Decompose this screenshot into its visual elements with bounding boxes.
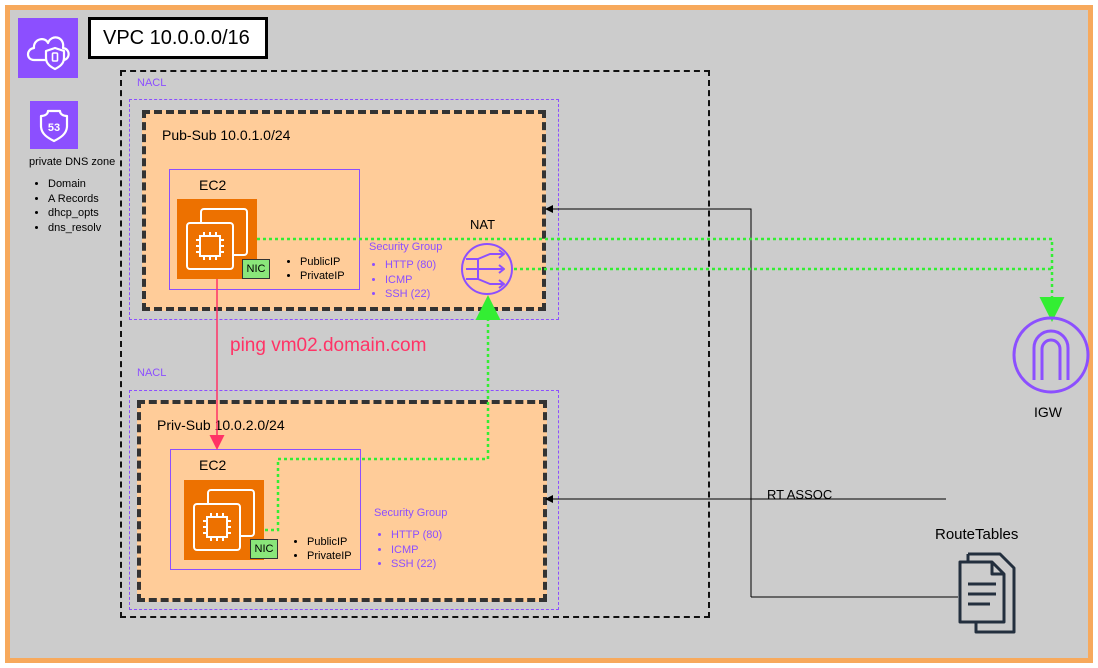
public-ip-list: PublicIP PrivateIP — [282, 255, 345, 283]
private-ec2-group — [170, 449, 361, 570]
internet-gateway-icon — [1012, 316, 1090, 394]
private-subnet-label: Priv-Sub 10.0.2.0/24 — [157, 417, 285, 433]
private-ip-item: PublicIP — [307, 535, 352, 549]
public-sg-title: Security Group — [369, 241, 443, 253]
dns-zone-item: Domain — [48, 177, 101, 192]
public-to-igw-traffic — [257, 237, 1065, 322]
vpc-label-text: VPC 10.0.0.0/16 — [103, 27, 250, 49]
private-sg-rules: HTTP (80) ICMP SSH (22) — [373, 528, 442, 572]
sg-rule: ICMP — [385, 273, 436, 288]
private-sg-title: Security Group — [374, 507, 448, 519]
private-nacl-boundary — [129, 390, 559, 610]
route53-icon-label: 53 — [48, 122, 60, 134]
dns-zone-item: dhcp_opts — [48, 206, 101, 221]
rt-assoc-line-public — [545, 205, 752, 597]
rt-assoc-label: RT ASSOC — [767, 487, 833, 502]
sg-rule: SSH (22) — [391, 557, 442, 572]
public-ec2-group — [169, 169, 360, 290]
dns-zone-list: Domain A Records dhcp_opts dns_resolv — [30, 177, 101, 235]
private-ec2-label: EC2 — [199, 457, 227, 473]
route-tables-icon — [958, 552, 1016, 634]
dns-zone-title: private DNS zone — [29, 156, 116, 168]
igw-label: IGW — [1034, 404, 1062, 420]
public-ec2-label: EC2 — [199, 177, 227, 193]
public-nacl-label: NACL — [137, 77, 167, 89]
public-nic: NIC — [242, 259, 270, 279]
sg-rule: HTTP (80) — [385, 258, 436, 273]
vpc-label: VPC 10.0.0.0/16 — [88, 17, 268, 59]
route-tables-label: RouteTables — [935, 526, 1019, 543]
dns-zone-item: dns_resolv — [48, 221, 101, 236]
private-to-nat-traffic — [265, 295, 501, 532]
dns-zone-item: A Records — [48, 192, 101, 207]
route53-icon: 53 — [30, 101, 78, 149]
sg-rule: SSH (22) — [385, 287, 436, 302]
sg-rule: ICMP — [391, 543, 442, 558]
nat-label: NAT — [470, 217, 496, 232]
private-nacl-label: NACL — [137, 367, 167, 379]
vpc-boundary — [120, 70, 710, 618]
public-subnet-label: Pub-Sub 10.0.1.0/24 — [162, 127, 291, 143]
ec2-instance-icon — [177, 199, 257, 279]
private-ip-list: PublicIP PrivateIP — [289, 535, 352, 563]
private-nic: NIC — [250, 539, 278, 559]
sg-rule: HTTP (80) — [391, 528, 442, 543]
cloud-shield-icon — [18, 18, 78, 78]
public-ip-item: PublicIP — [300, 255, 345, 269]
public-sg-rules: HTTP (80) ICMP SSH (22) — [367, 258, 436, 302]
ping-label: ping vm02.domain.com — [230, 335, 427, 356]
private-ip-item: PrivateIP — [307, 549, 352, 563]
public-ip-item: PrivateIP — [300, 269, 345, 283]
nat-gateway-icon — [461, 243, 513, 295]
